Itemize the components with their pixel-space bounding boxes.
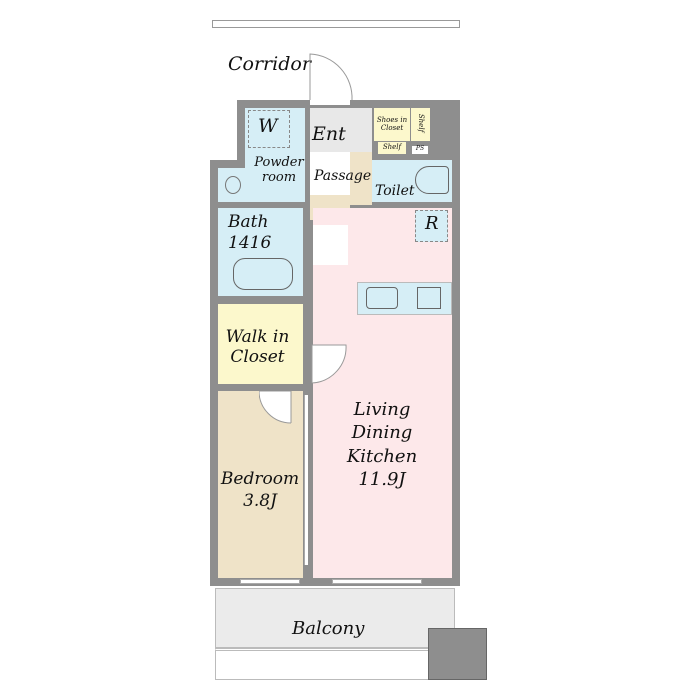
balcony-rail [215,648,455,680]
washer-label: W [258,115,278,137]
bedroom-size: 3.8J [243,491,277,512]
bathtub-icon [233,258,293,290]
bedroom-label: Bedroom 3.8J [220,468,300,512]
pipe-space-label: PS [415,145,425,152]
corridor-label: Corridor [228,53,311,75]
ldk-name: Living Dining Kitchen [346,399,418,467]
bath-label: Bath [228,212,269,232]
powder-room-label: Powder room [254,155,304,185]
toilet-label: Toilet [375,183,415,199]
outdoor-unit-block [428,628,487,680]
passage-floor [350,152,372,205]
walk-in-closet [218,304,303,384]
stove-icon [417,287,441,309]
closet-door-swing [311,344,347,384]
shelf-side-label: Shelf [417,113,426,133]
bedroom-window [240,579,300,584]
entrance-label: Ent [312,123,346,145]
sliding-partition [304,395,308,565]
toilet-icon [415,166,449,194]
walk-in-closet-label: Walk in Closet [225,327,290,367]
shelf-side [411,108,430,141]
ldk-window [332,579,422,584]
ldk-door-area [313,225,348,265]
bedroom-door-swing [259,391,292,424]
shoes-closet-label: Shoes in Closet [376,116,408,133]
passage-label: Passage [314,168,372,184]
entrance-door-opening [310,97,350,105]
refrigerator-label: R [425,213,439,234]
pipe-space [412,146,428,154]
entrance-door-swing [309,53,353,101]
bedroom-name: Bedroom [220,469,300,489]
bath-size: 1416 [228,233,272,253]
washer-space [248,110,290,148]
entrance [310,108,372,152]
refrigerator-space [415,210,448,242]
balcony [215,588,455,648]
kitchen-sink-icon [366,287,398,309]
shelf-bottom [378,142,406,154]
ldk-label: Living Dining Kitchen 11.9J [330,398,434,492]
north-line [212,20,460,28]
living-dining-kitchen [313,208,452,578]
shoes-closet [374,108,410,141]
sink-icon [225,176,241,194]
ldk-size: 11.9J [358,469,406,491]
balcony-label: Balcony [292,618,365,639]
shelf-bottom-label: Shelf [382,143,402,151]
